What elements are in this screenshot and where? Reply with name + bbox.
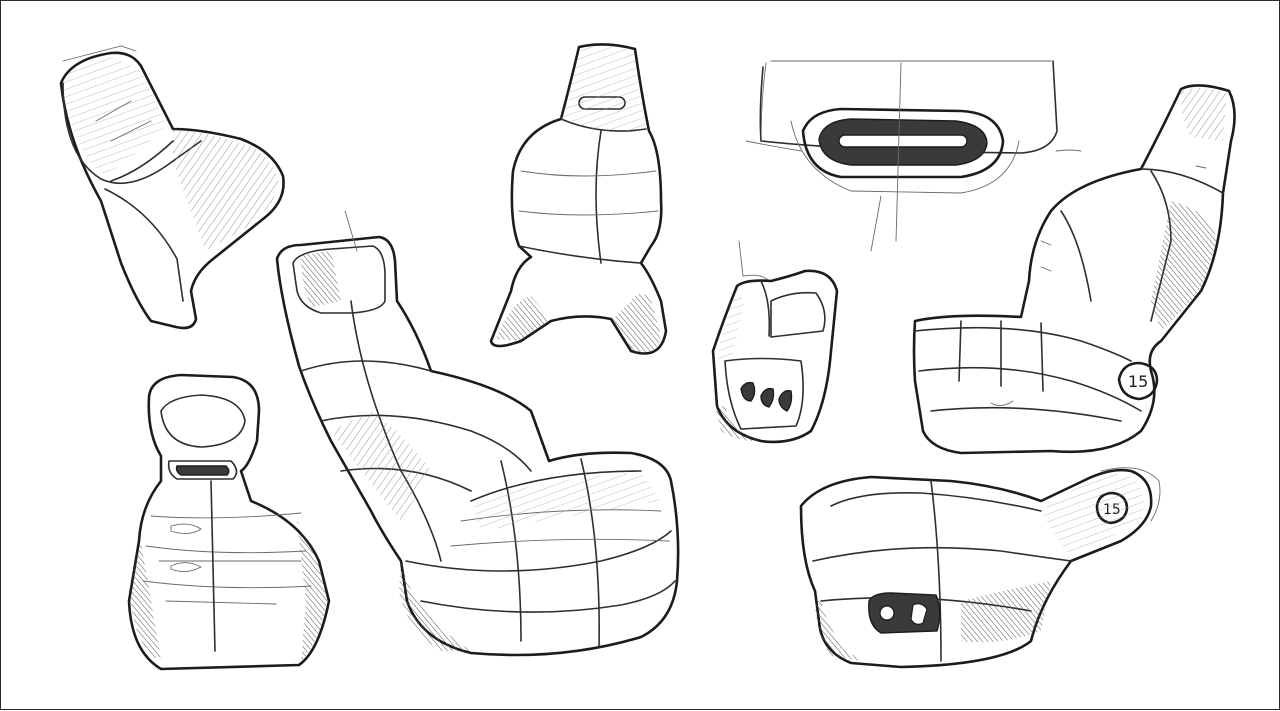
sketch-seat-back-front-center xyxy=(489,43,668,355)
sketch-seat-back-rear-bottom-left xyxy=(127,373,331,671)
sketch-seat-shell-top-left xyxy=(59,45,285,330)
sketch-seat-back-small-center-right xyxy=(711,240,839,444)
sketch-headrest-closeup-top-right xyxy=(745,60,1082,252)
sketch-seat-base-bottom-right: 15 xyxy=(799,467,1161,669)
sketch-main-seat-three-quarter xyxy=(275,210,680,657)
svg-text:15: 15 xyxy=(1128,372,1148,391)
sketch-seat-side-right: 15 xyxy=(912,84,1236,455)
